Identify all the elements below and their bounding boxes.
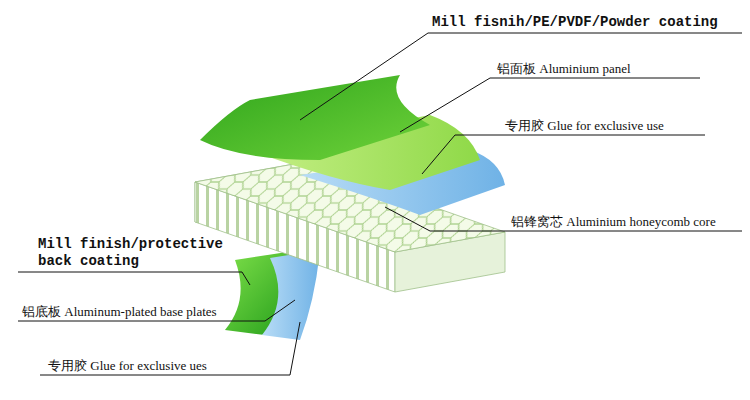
part-label: 铝面板 Aluminium panel (497, 61, 631, 76)
label-underline (490, 78, 700, 79)
part-label: 铝底板 Aluminum-plated base plates (22, 304, 217, 319)
leader-line (300, 33, 428, 120)
part-label: 铝锋窝芯 Aluminium honeycomb core (511, 214, 716, 229)
label-underline (18, 321, 265, 322)
label-underline (428, 33, 742, 34)
label-underline (455, 135, 705, 136)
leader-line (400, 78, 490, 132)
label-underline (430, 231, 742, 232)
bottom-glue-sheet (262, 250, 320, 340)
part-label: 专用胶 Glue for exclusive use (505, 118, 664, 133)
label-underline (18, 272, 242, 273)
label-underline (40, 375, 290, 376)
leader-line (242, 272, 250, 285)
coating-sheet (200, 75, 430, 160)
leader-line (290, 322, 300, 375)
leader-line (265, 300, 295, 321)
leader-line (385, 207, 430, 231)
leader-line (422, 135, 455, 174)
part-label: Mill fisnih/PE/PVDF/Powder coating (432, 14, 718, 31)
part-label: Mill finish/protective back coating (38, 236, 238, 270)
part-label: 专用胶 Glue for exclusive ues (48, 358, 207, 373)
